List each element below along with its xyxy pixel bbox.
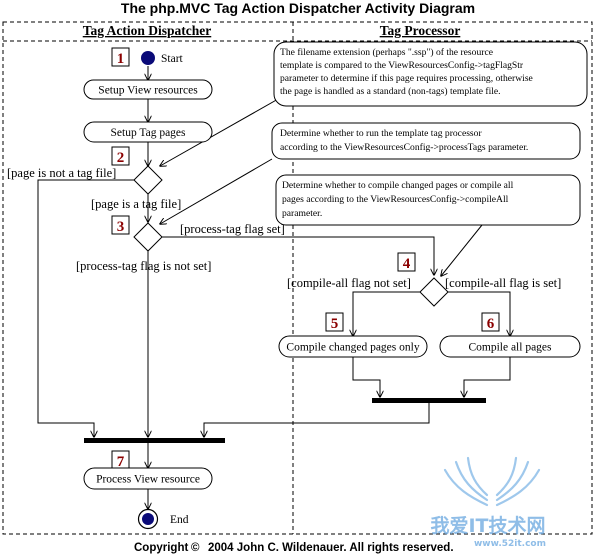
step-badge-5: 5 [325,312,344,332]
svg-text:1: 1 [117,51,125,67]
step-badge-3: 3 [111,215,130,235]
flow-edges [37,66,510,509]
lane-title-tag-action-dispatcher: Tag Action Dispatcher [83,23,212,38]
guard-process-tag-set: [process-tag flag set] [180,222,285,236]
watermark-url: www.52it.com [474,539,546,549]
svg-text:7: 7 [117,454,125,470]
copyright-prefix: Copyright [134,542,188,554]
svg-text:the page is handled as a stand: the page is handled as a standard (non-t… [280,86,501,97]
svg-text:Compile all pages: Compile all pages [468,342,552,354]
join-bar-compile [372,398,486,403]
start-node [141,51,155,65]
guard-process-tag-not-set: [process-tag flag is not set] [76,259,211,273]
svg-text:6: 6 [487,316,495,332]
svg-text:Process View resource: Process View resource [96,474,200,486]
svg-text:Determine whether to run the t: Determine whether to run the template ta… [280,128,482,139]
guard-page-is-tag-file: [page is a tag file] [91,197,181,211]
decision-compile-all [419,277,449,307]
copyright-text: 2004 John C. Wildenauer. All rights rese… [208,542,454,554]
end-label: End [170,514,189,526]
lane-title-tag-processor: Tag Processor [380,23,461,38]
svg-text:2: 2 [117,150,125,166]
svg-text:3: 3 [117,219,125,235]
watermark-text: 我爱IT技术网 [430,514,545,537]
note-process-tags: Determine whether to run the template ta… [271,122,581,160]
diagram-title: The php.MVC Tag Action Dispatcher Activi… [121,0,475,16]
svg-text:4: 4 [403,256,411,272]
decision-tag-file [133,165,163,195]
guard-compile-all-set: [compile-all flag is set] [445,276,561,290]
start-label: Start [161,53,184,65]
watermark: 我爱IT技术网 www.52it.com [430,456,546,549]
svg-text:template is compared to the Vi: template is compared to the ViewResource… [280,60,524,71]
note-compile-all: Determine whether to compile changed pag… [275,174,581,226]
swimlane-frame [2,21,593,535]
svg-text:pages according to the ViewRes: pages according to the ViewResourcesConf… [282,194,509,205]
svg-text:according to the ViewResources: according to the ViewResourcesConfig->pr… [280,142,528,153]
svg-text:Determine whether to compile c: Determine whether to compile changed pag… [282,180,514,191]
activity-setup-view-resources: Setup View resources [83,79,213,100]
end-node [137,508,159,530]
step-badge-7: 7 [111,450,130,470]
activity-compile-all-pages: Compile all pages [439,335,581,358]
svg-text:Setup Tag pages: Setup Tag pages [111,127,187,139]
activity-compile-changed-pages: Compile changed pages only [278,335,428,358]
svg-text:parameter to determine if this: parameter to determine if this page requ… [280,73,533,84]
step-badge-4: 4 [397,252,416,272]
svg-text:5: 5 [331,316,339,332]
svg-text:The filename extension (perhap: The filename extension (perhaps ".ssp") … [280,47,493,58]
wings-logo-icon [443,456,541,507]
guard-compile-all-not-set: [compile-all flag not set] [287,276,411,290]
step-badge-6: 6 [481,312,500,332]
guard-page-not-tag-file: [page is not a tag file] [7,166,116,180]
note-tag-flag-str: The filename extension (perhaps ".ssp") … [273,41,588,107]
svg-text:Compile changed pages only: Compile changed pages only [286,342,419,354]
svg-text:parameter.: parameter. [282,208,322,219]
activity-process-view-resource: Process View resource [83,467,213,490]
step-badge-1: 1 [111,47,130,67]
step-badge-2: 2 [111,146,130,166]
join-bar-main [84,438,225,443]
decision-process-tag [133,222,163,252]
activity-setup-tag-pages: Setup Tag pages [83,121,213,143]
copyright-symbol: © [191,542,200,554]
svg-text:Setup View resources: Setup View resources [98,85,198,97]
